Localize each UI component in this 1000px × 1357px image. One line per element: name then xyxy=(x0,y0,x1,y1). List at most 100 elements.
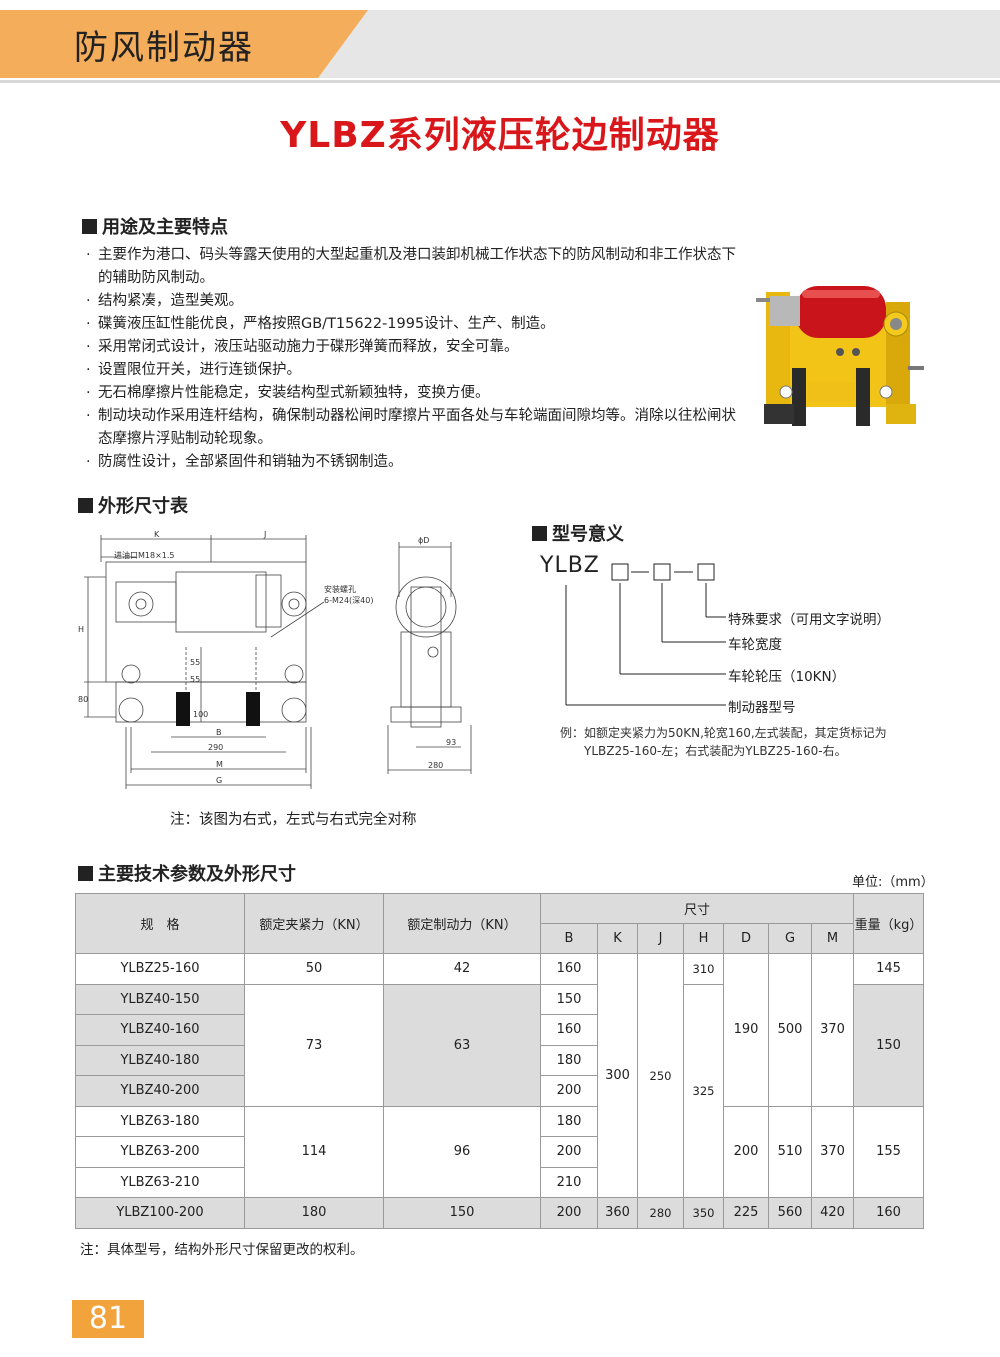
cell-model: YLBZ63-210 xyxy=(75,1166,245,1198)
cell-brake: 150 xyxy=(383,1197,541,1229)
dim-label-M: M xyxy=(216,760,223,769)
spec-table: 规 格 额定夹紧力（KN） 额定制动力（KN） 尺寸 重量（kg） B K J … xyxy=(75,893,924,1229)
cell-clamp: 114 xyxy=(244,1105,384,1198)
cell-weight: 145 xyxy=(853,953,924,985)
model-meaning-special: 特殊要求（可用文字说明） xyxy=(728,612,890,628)
feature-item: 设置限位开关，进行连锁保护。 xyxy=(84,359,744,382)
cell-M: 370 xyxy=(811,1105,854,1198)
model-meaning-width: 车轮宽度 xyxy=(728,637,782,653)
cell-B: 210 xyxy=(540,1166,598,1198)
square-bullet-icon xyxy=(78,497,93,513)
dim-label-280: 280 xyxy=(428,761,443,770)
header-clamp: 额定夹紧力（KN） xyxy=(244,893,384,954)
model-meaning-lines xyxy=(565,563,726,706)
feature-item: 碟簧液压缸性能优良，严格按照GB/T15622-1995设计、生产、制造。 xyxy=(84,313,744,336)
dim-label-J: J xyxy=(263,530,266,539)
table-row: YLBZ63-200 200 xyxy=(75,1136,924,1168)
product-photo xyxy=(756,286,924,426)
header-brake: 额定制动力（KN） xyxy=(383,893,541,954)
cell-B: 200 xyxy=(540,1075,598,1107)
table-row: YLBZ25-160 50 42 160 300 250 310 190 500… xyxy=(75,953,924,1198)
section-heading-features: 用途及主要特点 xyxy=(82,213,228,239)
dim-label-80: 80 xyxy=(78,695,88,704)
dimension-drawing: K J ϕD 进油口M18×1.5 安装螺孔 6-M24(深40) H 80 5… xyxy=(78,530,472,789)
cell-model: YLBZ63-180 xyxy=(75,1105,245,1137)
cell-K: 360 xyxy=(597,1197,638,1229)
dim-label-290: 290 xyxy=(208,743,223,752)
model-example: 例：如额定夹紧力为50KN,轮宽160,左式装配，其定货标记为 YLBZ25-1… xyxy=(560,726,887,758)
table-row: YLBZ40-160 160 xyxy=(75,1014,924,1046)
model-code: YLBZ xyxy=(540,553,600,578)
unit-label: 单位:（mm） xyxy=(852,875,934,890)
cell-B: 200 xyxy=(540,1136,598,1168)
cell-J: 280 xyxy=(637,1197,684,1229)
feature-item: 防腐性设计，全部紧固件和销轴为不锈钢制造。 xyxy=(84,451,744,474)
header-K: K xyxy=(597,923,638,954)
diagram-note: 注：该图为右式，左式与右式完全对称 xyxy=(170,812,417,828)
header-banner xyxy=(0,10,1000,78)
header-H: H xyxy=(683,923,724,954)
table-row: YLBZ40-150 73 63 150 325 150 xyxy=(75,983,924,1198)
header-J: J xyxy=(637,923,684,954)
cell-model: YLBZ40-160 xyxy=(75,1014,245,1046)
header-title: 防风制动器 xyxy=(74,28,254,68)
dim-label-100: 100 xyxy=(193,710,208,719)
header-divider xyxy=(0,80,1000,83)
header-spec: 规 格 xyxy=(75,893,245,954)
page-number: 81 xyxy=(72,1300,144,1338)
cell-B: 150 xyxy=(540,983,598,1015)
cell-brake: 42 xyxy=(383,953,541,985)
cell-B: 200 xyxy=(540,1197,598,1229)
model-meaning-load: 车轮轮压（10KN） xyxy=(728,669,846,685)
section-heading-dimensions: 外形尺寸表 xyxy=(78,492,188,518)
feature-item: 制动块动作采用连杆结构，确保制动器松闸时摩擦片平面各处与车轮端面间隙均等。消除以… xyxy=(84,405,744,451)
cell-M: 420 xyxy=(811,1197,854,1229)
section-heading-model-meaning: 型号意义 xyxy=(532,520,624,546)
header-G: G xyxy=(768,923,812,954)
cell-brake: 63 xyxy=(383,983,541,1107)
cell-model: YLBZ25-160 xyxy=(75,953,245,985)
cell-H: 350 xyxy=(683,1197,724,1229)
cell-model: YLBZ40-150 xyxy=(75,983,245,1015)
square-bullet-icon xyxy=(82,218,97,234)
cell-weight: 150 xyxy=(853,983,924,1107)
cell-model: YLBZ100-200 xyxy=(75,1197,245,1229)
header-dims: 尺寸 xyxy=(540,893,854,924)
dim-label-oil-inlet: 进油口M18×1.5 xyxy=(114,550,175,560)
page-title: YLBZ系列液压轮边制动器 xyxy=(280,115,720,156)
cell-brake: 96 xyxy=(383,1105,541,1198)
table-row: YLBZ63-210 210 xyxy=(75,1166,924,1198)
cell-weight: 160 xyxy=(853,1197,924,1229)
header-M: M xyxy=(811,923,854,954)
cell-D: 190 xyxy=(723,953,769,1107)
cell-clamp: 180 xyxy=(244,1197,384,1229)
footnote: 注：具体型号，结构外形尺寸保留更改的权利。 xyxy=(80,1242,364,1258)
header-D: D xyxy=(723,923,769,954)
table-row: YLBZ100-200 180 150 200 360 280 350 225 … xyxy=(75,1197,924,1229)
cell-clamp: 73 xyxy=(244,983,384,1107)
cell-B: 180 xyxy=(540,1105,598,1137)
model-meaning-type: 制动器型号 xyxy=(728,700,796,716)
features-list: 主要作为港口、码头等露天使用的大型起重机及港口装卸机械工作状态下的防风制动和非工… xyxy=(84,244,744,474)
dim-label-55b: 55 xyxy=(190,675,200,684)
dim-label-phiD: ϕD xyxy=(418,536,429,545)
cell-weight: 155 xyxy=(853,1105,924,1198)
table-row: YLBZ63-180 114 96 180 200 510 370 155 xyxy=(75,1105,924,1198)
table-row: YLBZ40-200 200 xyxy=(75,1075,924,1107)
cell-H: 325 xyxy=(683,983,724,1198)
dim-label-55a: 55 xyxy=(190,658,200,667)
dim-label-G: G xyxy=(216,776,222,785)
feature-item: 采用常闭式设计，液压站驱动施力于碟形弹簧而释放，安全可靠。 xyxy=(84,336,744,359)
feature-item: 主要作为港口、码头等露天使用的大型起重机及港口装卸机械工作状态下的防风制动和非工… xyxy=(84,244,744,290)
dim-label-K: K xyxy=(154,530,160,539)
cell-D: 200 xyxy=(723,1105,769,1198)
square-bullet-icon xyxy=(532,525,547,541)
cell-K: 300 xyxy=(597,953,638,1198)
dim-label-B: B xyxy=(216,728,222,737)
dim-label-93: 93 xyxy=(446,738,456,747)
cell-M: 370 xyxy=(811,953,854,1107)
cell-model: YLBZ40-200 xyxy=(75,1075,245,1107)
cell-D: 225 xyxy=(723,1197,769,1229)
feature-item: 结构紧凑，造型美观。 xyxy=(84,290,744,313)
cell-model: YLBZ40-180 xyxy=(75,1044,245,1076)
